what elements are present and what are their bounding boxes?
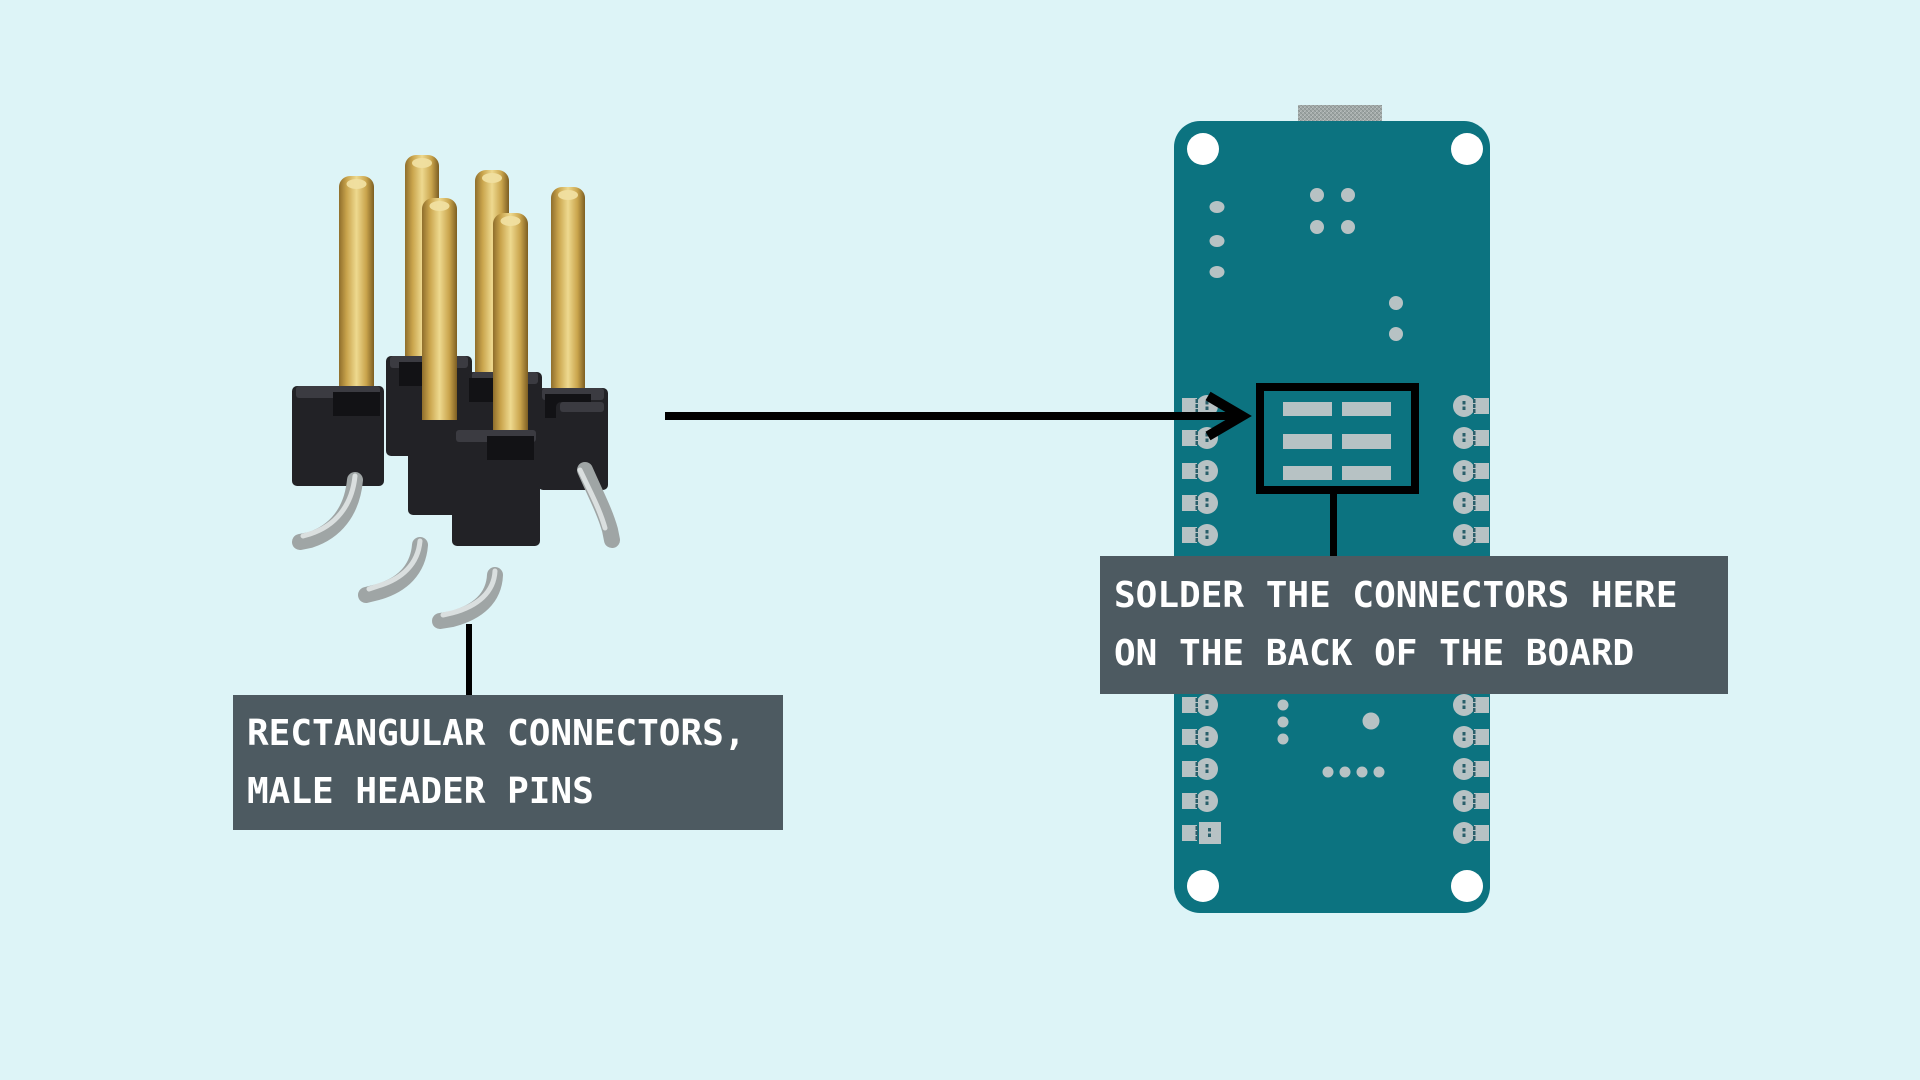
arrow-connector-to-board — [665, 391, 1252, 441]
solder-area-highlight-rect — [1256, 383, 1419, 494]
arrow-head — [1205, 391, 1252, 441]
mounting-holes — [1187, 133, 1483, 902]
solder-callout-label: SOLDER THE CONNECTORS HERE ON THE BACK O… — [1100, 556, 1728, 694]
callout-line-connector-label — [466, 624, 472, 696]
circuit-board-back-illustration — [1174, 105, 1490, 913]
connector-label-line2: MALE HEADER PINS — [247, 770, 594, 812]
header-smt-legs — [292, 462, 620, 629]
connector-callout-label: RECTANGULAR CONNECTORS, MALE HEADER PINS — [233, 695, 783, 830]
connector-label-line1: RECTANGULAR CONNECTORS, — [247, 712, 746, 754]
usb-connector-tab — [1298, 105, 1382, 123]
board-vias — [1209, 188, 1403, 778]
male-header-pins-photo — [292, 155, 620, 629]
header-housing-front — [292, 386, 608, 546]
header-pin-front-row — [339, 176, 528, 452]
solder-label-line2: ON THE BACK OF THE BOARD — [1114, 633, 1635, 674]
callout-line-solder-label — [1330, 494, 1337, 557]
arrow-shaft — [665, 412, 1235, 420]
solder-pads — [1283, 402, 1391, 480]
solder-label-line1: SOLDER THE CONNECTORS HERE — [1114, 575, 1678, 616]
